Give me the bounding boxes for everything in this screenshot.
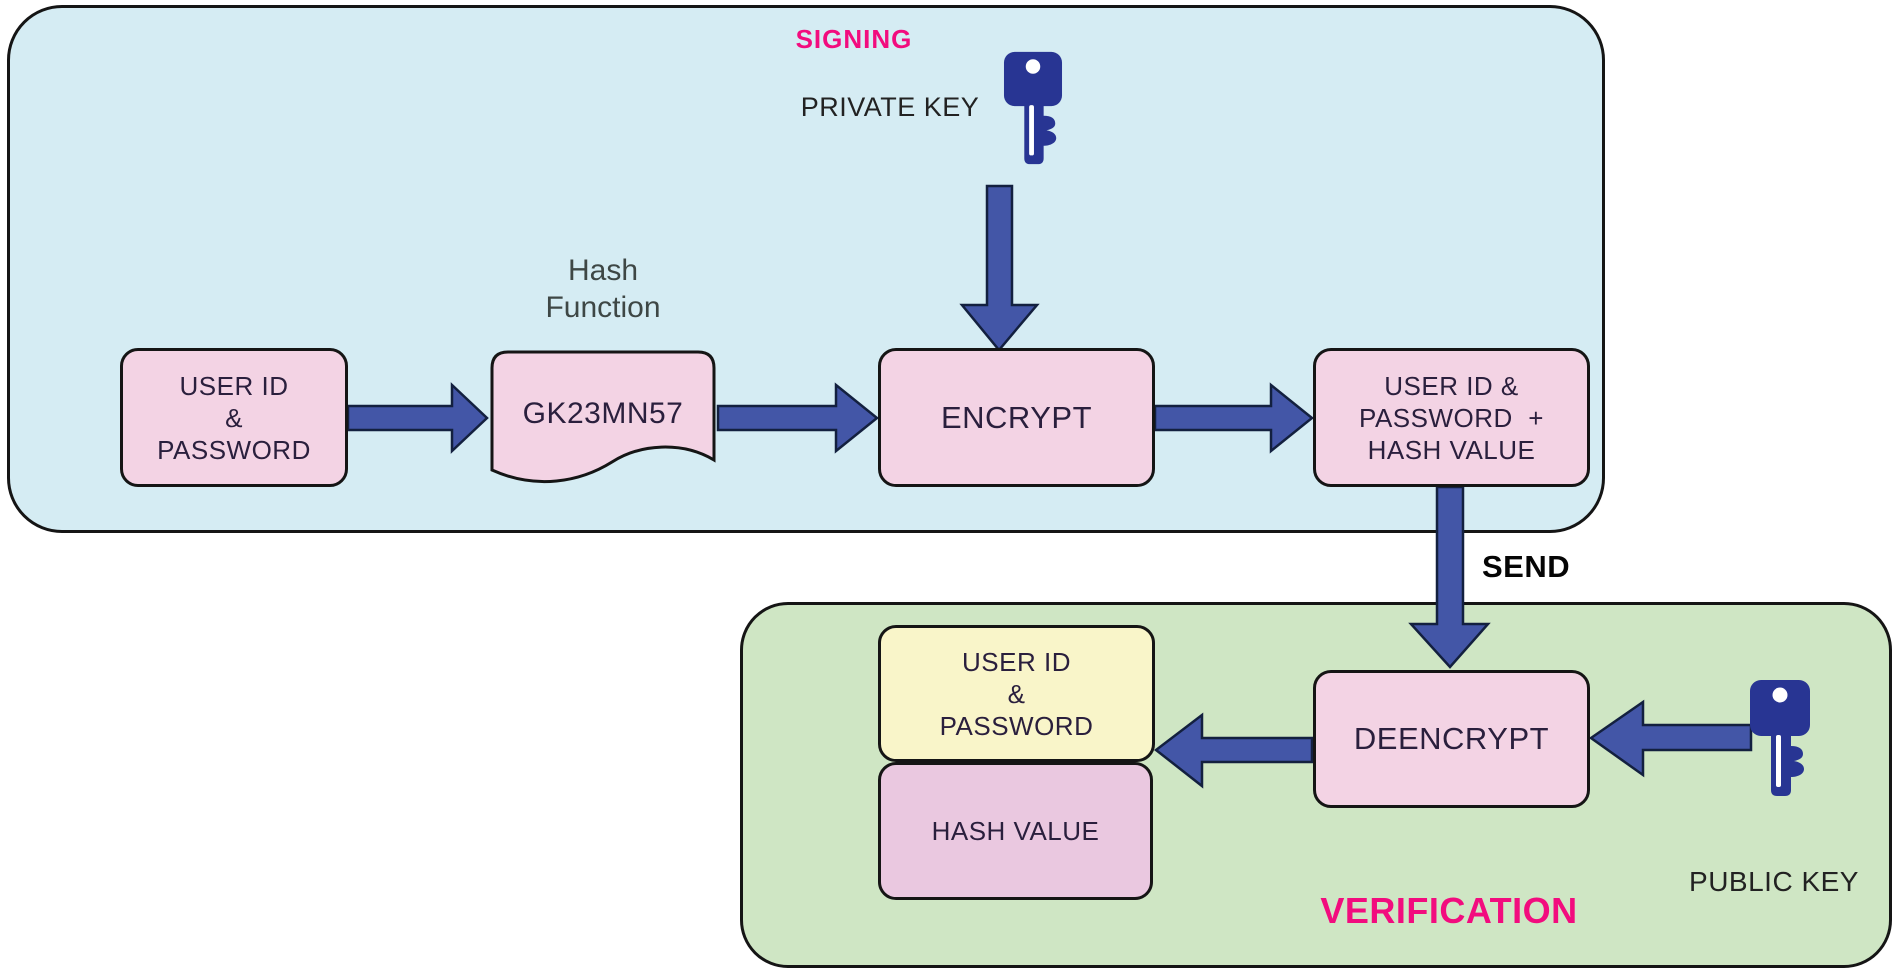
box-line: &: [225, 402, 243, 433]
box-signed-payload: USER ID & PASSWORD + HASH VALUE: [1313, 348, 1590, 487]
box-line: PASSWORD: [939, 710, 1094, 741]
box-line: HASH VALUE: [931, 816, 1100, 846]
arrow-private-key-to-encrypt: [959, 184, 1040, 352]
box-line: DEENCRYPT: [1353, 721, 1550, 756]
hash-function-label-line: Hash: [567, 254, 639, 287]
box-line: USER ID: [962, 646, 1071, 677]
send-label: SEND: [1482, 549, 1571, 584]
box-line: &: [1007, 678, 1026, 709]
signing-title: SIGNING: [795, 24, 913, 54]
public-key-label: PUBLIC KEY: [1689, 866, 1859, 897]
public-key-icon: [1750, 680, 1810, 796]
box-deencrypt: DEENCRYPT: [1313, 670, 1590, 808]
arrow-deencrypt-to-results: [1153, 712, 1314, 789]
arrow-encrypt-to-payload: [1153, 382, 1314, 454]
hash-function-label: Hash Function: [478, 252, 728, 326]
box-line: USER ID &: [1384, 370, 1519, 401]
box-line: PASSWORD +: [1359, 402, 1544, 433]
arrow-public-key-to-deencrypt: [1588, 699, 1753, 778]
box-line: HASH VALUE: [1367, 434, 1536, 465]
box-user-credentials-verify: USER ID & PASSWORD: [878, 625, 1155, 762]
arrow-credentials-to-hash: [346, 382, 489, 454]
box-encrypt: ENCRYPT: [878, 348, 1155, 487]
hash-function-label-line: Function: [545, 291, 661, 324]
box-line: USER ID: [179, 370, 289, 401]
hash-value-text: GK23MN57: [522, 397, 684, 430]
hash-document-shape: GK23MN57: [488, 348, 718, 498]
box-line: PASSWORD: [157, 434, 311, 465]
arrow-hash-to-encrypt: [716, 382, 879, 454]
private-key-label: PRIVATE KEY: [800, 92, 980, 122]
box-line: ENCRYPT: [940, 399, 1093, 435]
arrow-send-down: [1408, 485, 1491, 669]
box-user-credentials-signing: USER ID & PASSWORD: [120, 348, 348, 487]
verification-title: VERIFICATION: [1320, 890, 1578, 931]
private-key-icon: [1003, 51, 1063, 165]
box-hash-value: HASH VALUE: [878, 762, 1153, 900]
